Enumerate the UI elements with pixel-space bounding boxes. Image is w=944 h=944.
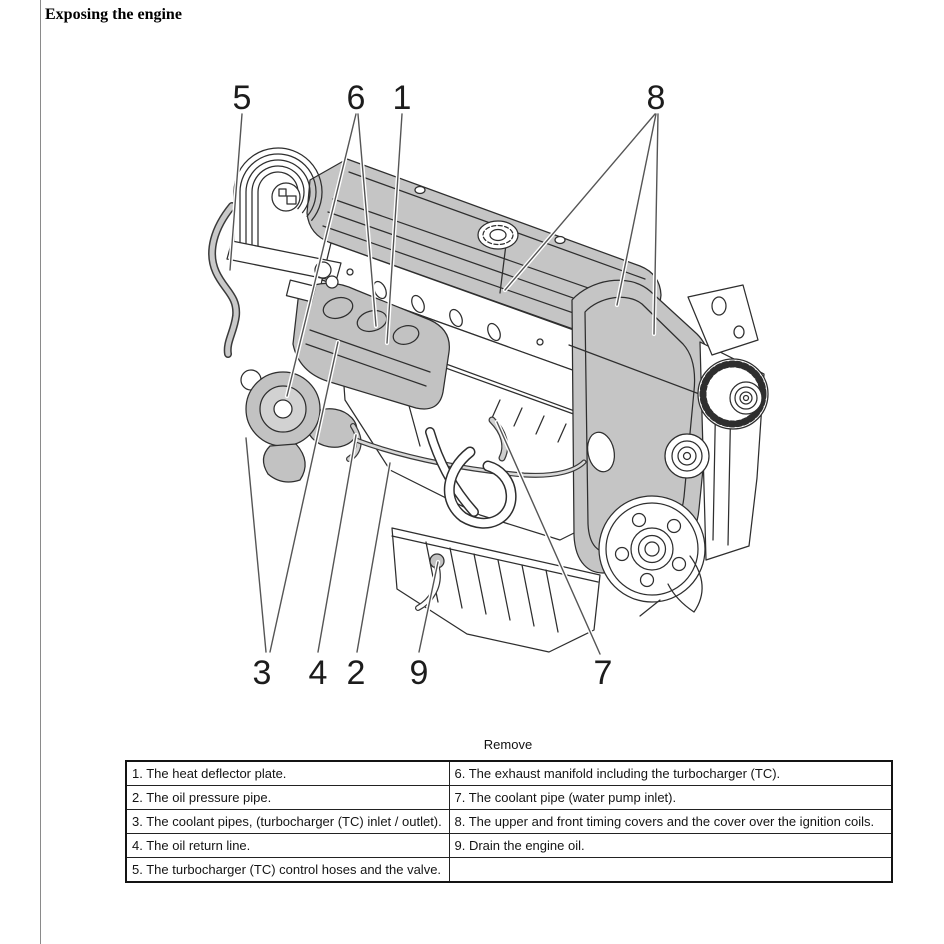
turbocharger	[240, 369, 362, 483]
table-row: 4. The oil return line. 9. Drain the eng…	[125, 833, 893, 858]
table-caption: Remove	[483, 737, 533, 752]
callout-number-6: 6	[347, 79, 366, 117]
table-cell-left: 1. The heat deflector plate.	[125, 760, 450, 786]
leader-2	[356, 462, 391, 653]
table-cell-right	[448, 857, 893, 883]
callout-numbers: 5 6 1 8 3 4 2 9 7	[233, 79, 666, 692]
turbo-downpipe	[262, 443, 306, 483]
callout-number-4: 4	[309, 654, 328, 692]
callout-number-2: 2	[347, 654, 366, 692]
leader-8a	[504, 113, 656, 291]
table-cell-left: 2. The oil pressure pipe.	[125, 785, 450, 810]
tc-control-hose	[208, 202, 241, 358]
table-cell-right: 6. The exhaust manifold including the tu…	[448, 760, 893, 786]
leader-1	[386, 113, 403, 344]
oil-filler-cap	[477, 220, 519, 250]
callout-number-1: 1	[393, 79, 412, 117]
lifting-bracket	[687, 284, 759, 356]
front-hose	[425, 427, 517, 529]
engine-illustration	[208, 147, 769, 653]
table-row: 1. The heat deflector plate. 6. The exha…	[125, 760, 893, 786]
page-left-rule	[40, 0, 41, 944]
crankshaft-pulley	[598, 495, 706, 603]
leader-8c	[653, 113, 659, 335]
table-cell-left: 4. The oil return line.	[125, 833, 450, 858]
callout-number-5: 5	[233, 79, 252, 117]
remove-table: 1. The heat deflector plate. 6. The exha…	[125, 760, 893, 883]
remove-section: Remove 1. The heat deflector plate. 6. T…	[125, 737, 893, 883]
leader-5	[229, 113, 243, 271]
table-row: 3. The coolant pipes, (turbocharger (TC)…	[125, 809, 893, 834]
serpentine-belt-pulley	[233, 147, 323, 259]
table-cell-left: 5. The turbocharger (TC) control hoses a…	[125, 857, 450, 883]
bell-housing	[639, 555, 703, 617]
leader-6a	[286, 113, 357, 397]
leader-4	[317, 434, 357, 653]
leader-3b	[269, 341, 339, 653]
leader-8b	[616, 113, 657, 306]
table-cell-left: 3. The coolant pipes, (turbocharger (TC)…	[125, 809, 450, 834]
callout-number-3: 3	[253, 654, 272, 692]
callout-leader-lines	[227, 111, 661, 657]
leader-3a	[245, 437, 267, 653]
callout-number-7: 7	[594, 654, 613, 692]
table-cell-right: 9. Drain the engine oil.	[448, 833, 893, 858]
camshaft-sprocket	[697, 358, 769, 430]
callout-number-8: 8	[647, 79, 666, 117]
callout-number-9: 9	[410, 654, 429, 692]
table-row: 2. The oil pressure pipe. 7. The coolant…	[125, 785, 893, 810]
dipstick-tube	[407, 401, 421, 447]
table-cell-right: 8. The upper and front timing covers and…	[448, 809, 893, 834]
engine-mount-bracket	[226, 240, 342, 303]
table-cell-right: 7. The coolant pipe (water pump inlet).	[448, 785, 893, 810]
idler-pulley	[664, 433, 710, 479]
upper-front-cover-seam	[568, 344, 711, 399]
timing-covers	[568, 279, 713, 574]
table-row: 5. The turbocharger (TC) control hoses a…	[125, 857, 893, 883]
leader-9	[418, 561, 439, 653]
page-title: Exposing the engine	[45, 6, 182, 23]
leader-6b	[357, 113, 377, 327]
leader-7	[496, 421, 601, 655]
